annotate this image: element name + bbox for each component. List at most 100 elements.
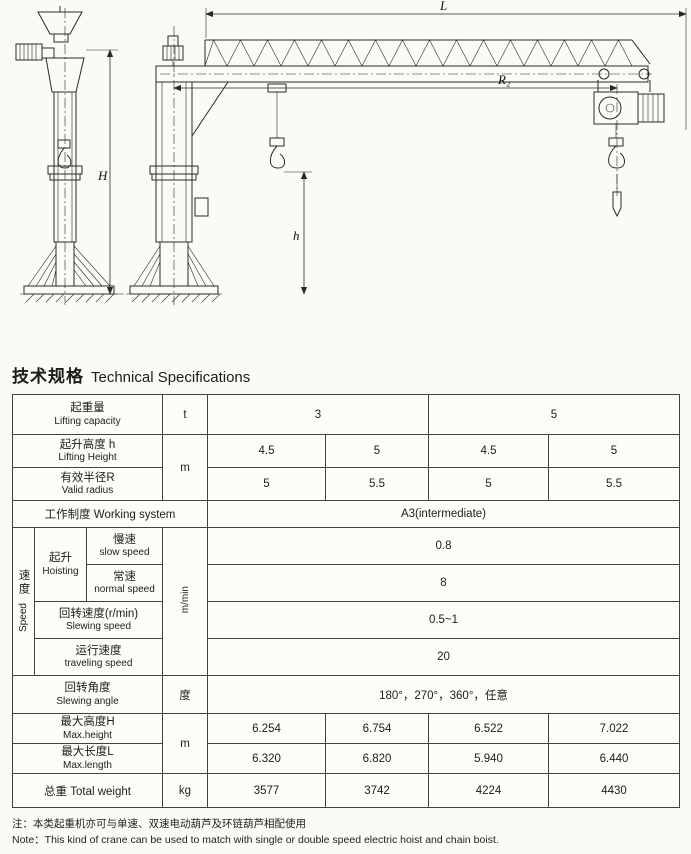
slewing-speed-value: 0.5~1 <box>207 601 680 639</box>
label-en: Hoisting <box>42 565 79 577</box>
section-title: 技术规格 Technical Specifications <box>12 362 250 387</box>
side-column-walls <box>161 82 187 242</box>
hoist-motor-fins <box>642 94 659 122</box>
spec-table: 起重量 Lifting capacity t 3 5 起升高度 h Liftin… <box>12 394 680 808</box>
label-en: Max.length <box>63 759 112 771</box>
label-en: normal speed <box>94 584 155 596</box>
slow-speed-value: 0.8 <box>207 527 680 565</box>
value-cell: 3577 <box>207 773 326 808</box>
normal-speed-label: 常速 normal speed <box>86 564 163 602</box>
label-zh: 回转速度(r/min) <box>58 607 139 620</box>
label-zh: 起升高度 h <box>59 438 116 451</box>
total-weight-unit: kg <box>162 773 208 808</box>
label-zh: 有效半径R <box>60 471 115 484</box>
traveling-speed-label: 运行速度 traveling speed <box>34 638 163 676</box>
truss-top-chord <box>204 39 651 66</box>
hoist-drum <box>598 96 622 120</box>
max-dims-unit: m <box>162 713 208 774</box>
value-cell: 6.440 <box>548 743 680 774</box>
trolley-wheel-right <box>638 68 650 80</box>
label-en: traveling speed <box>64 658 133 670</box>
label-en: Lifting Height <box>58 452 117 464</box>
label-en: slow speed <box>99 547 150 559</box>
lifting-capacity-label: 起重量 Lifting capacity <box>12 394 163 435</box>
slewing-angle-label: 回转角度 Slewing angle <box>12 675 163 714</box>
front-view <box>15 6 118 303</box>
hoist-drum-housing <box>593 91 639 125</box>
side-motor <box>162 45 184 61</box>
row-total-weight: 总重 Total weight kg 3577 3742 4224 4430 <box>12 773 680 808</box>
row-slewing-angle: 回转角度 Slewing angle 度 180°，270°，360°，任意 <box>12 675 680 714</box>
slow-speed-label: 慢速 slow speed <box>86 527 163 565</box>
row-normal-speed: 常速 normal speed 8 <box>13 564 680 602</box>
mid-hook <box>269 145 286 169</box>
electric-hoist <box>593 68 665 218</box>
side-base-ribs <box>133 245 215 287</box>
row-lifting-height: 起升高度 h Lifting Height m 4.5 5 4.5 5 <box>12 434 680 501</box>
label-en: Slewing speed <box>65 621 132 633</box>
lifting-capacity-unit: t <box>162 394 208 435</box>
row-slewing-speed: 回转速度(r/min) Slewing speed 0.5~1 <box>13 601 680 639</box>
value-cell: 5 <box>428 467 549 501</box>
row-max-height: 最大高度H Max.height m 6.254 6.754 6.522 7.0… <box>12 713 680 774</box>
value-cell: 5.5 <box>325 467 429 501</box>
dim-H-label: H <box>97 168 108 183</box>
row-valid-radius: 有效半径R Valid radius 5 5.5 5 5.5 <box>12 467 680 501</box>
value-cell: 6.320 <box>207 743 326 774</box>
hoist-drum-hub <box>605 103 615 113</box>
value-cell: 4224 <box>428 773 549 808</box>
value-cell: 5.5 <box>548 467 680 501</box>
height-radius-unit: m <box>162 434 208 501</box>
value-cell: 6.522 <box>428 713 549 744</box>
label-zh: 起重量 <box>70 402 105 415</box>
front-base-plate <box>23 285 115 295</box>
value-cell: 5 <box>325 434 429 468</box>
slewing-angle-value: 180°，270°，360°，任意 <box>207 675 680 714</box>
max-height-label: 最大高度H Max.height <box>12 713 163 744</box>
row-traveling-speed: 运行速度 traveling speed 20 <box>13 638 680 676</box>
side-base-stem <box>159 242 189 286</box>
dim-L-extensions <box>205 8 687 130</box>
front-flange-lower <box>49 173 81 181</box>
front-hook-block <box>57 139 71 149</box>
label-zh: 起升 <box>49 552 72 565</box>
value-cell: 6.254 <box>207 713 326 744</box>
note-en: Note：This kind of crane can be used to m… <box>12 833 499 846</box>
dimension-H: H <box>86 49 124 295</box>
working-system-value: A3(intermediate) <box>207 500 680 528</box>
speed-group-label: 速度 Speed <box>12 527 35 676</box>
side-ground-hatch <box>126 293 222 303</box>
valid-radius-label: 有效半径R Valid radius <box>12 467 163 501</box>
row-working-system: 工作制度 Working system A3(intermediate) <box>12 500 680 528</box>
traveling-speed-value: 20 <box>207 638 680 676</box>
dim-h-label: h <box>293 228 300 243</box>
value-cell: 5.940 <box>428 743 549 774</box>
label-en: Max.height <box>63 729 112 741</box>
side-motor-cap <box>167 35 179 47</box>
section-title-zh: 技术规格 <box>12 367 84 386</box>
label-en: Lifting capacity <box>54 415 121 427</box>
side-view <box>126 35 222 303</box>
unit-text: m/min <box>179 586 191 614</box>
capacity-value-5t: 5 <box>428 394 680 435</box>
front-column <box>53 91 77 243</box>
value-cell: 6.820 <box>325 743 429 774</box>
label-zh: 回转角度 <box>64 682 111 695</box>
label-zh: 常速 <box>113 570 136 583</box>
speed-unit: m/min <box>162 527 208 676</box>
front-hook <box>57 147 72 169</box>
section-title-en: Technical Specifications <box>91 369 251 386</box>
label-en: Valid radius <box>61 485 114 497</box>
label-zh: 速度 <box>17 568 30 596</box>
label-en: Slewing angle <box>56 695 119 707</box>
value-cell: 3742 <box>325 773 429 808</box>
value-cell: 6.754 <box>325 713 429 744</box>
label-zh: 最大高度H <box>60 716 115 729</box>
value-cell: 5 <box>548 434 680 468</box>
hopper-outlet <box>53 33 69 43</box>
value-cell: 4.5 <box>207 434 326 468</box>
label-zh: 最大长度L <box>61 746 114 759</box>
dimension-R2: R₂ <box>173 72 618 92</box>
front-base-ribs <box>27 245 111 287</box>
